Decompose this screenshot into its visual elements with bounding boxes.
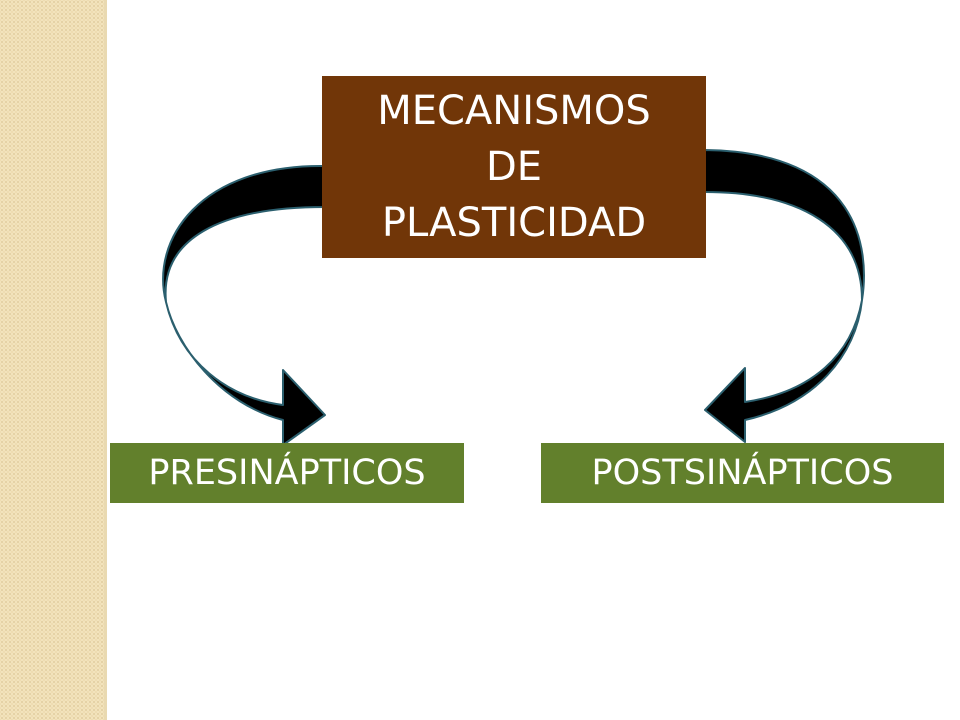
side-band-edge — [104, 0, 107, 720]
arrow-to-presinapticos — [162, 164, 326, 446]
decorative-side-band — [0, 0, 104, 720]
child-node-label-presinapticos: PRESINÁPTICOS — [148, 453, 426, 493]
child-node-label-postsinapticos: POSTSINÁPTICOS — [591, 453, 894, 493]
child-node-presinapticos: PRESINÁPTICOS — [110, 443, 464, 503]
arrow-to-postsinapticos — [704, 149, 865, 443]
child-node-postsinapticos: POSTSINÁPTICOS — [541, 443, 944, 503]
root-node-label: MECANISMOS DE PLASTICIDAD — [377, 88, 651, 246]
root-node-mecanismos-de-plasticidad: MECANISMOS DE PLASTICIDAD — [322, 76, 706, 258]
